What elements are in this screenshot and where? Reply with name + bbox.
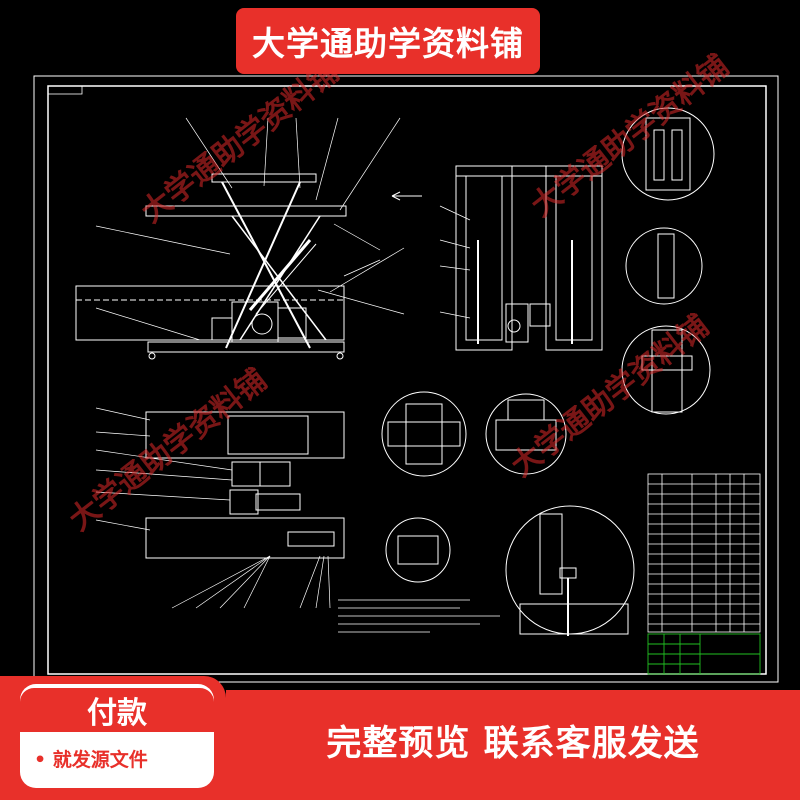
detail-circles-right [621,107,715,415]
title-block [647,633,761,675]
banner-title: 大学通助学资料铺 [236,8,540,74]
footer-message: 完整预览 联系客服发送 [326,723,700,764]
payment-title: 付款 [20,688,214,732]
plan-views [95,407,345,609]
parts-list-table [647,473,761,633]
payment-subtitle: • 就发源文件 [34,748,148,771]
detail-circles-middle [381,391,635,636]
lift-main-view [75,117,405,360]
footer-bar [226,690,800,800]
lift-side-view [391,165,603,351]
technical-notes [338,599,500,633]
